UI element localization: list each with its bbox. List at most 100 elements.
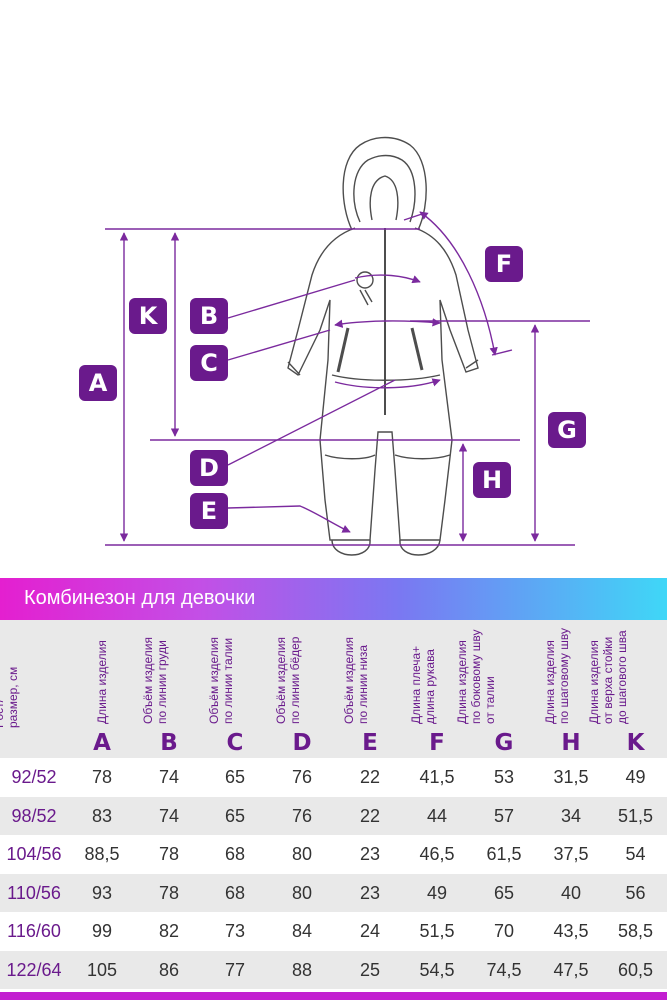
row-value-cell: 23 [359,882,381,903]
table-title: Комбинезон для девочки [24,587,256,609]
row-value-cell: 84 [291,921,313,941]
row-value-cell: 51,5 [419,921,455,941]
row-size-cell: 116/60 [7,921,61,941]
row-value-cell: 83 [91,805,113,826]
header-k-description: Длина изделия от верха стойки до шаговог… [586,630,629,724]
header-a-letter: A [93,730,111,756]
header-f-description: Длина плеча+ длина рукава [409,645,437,724]
row-size-cell: 98/52 [11,805,57,826]
label-k-badge: K [129,298,167,334]
row-value-cell: 53 [493,767,515,787]
header-f-letter: F [429,730,445,756]
header-b-letter: B [160,730,178,756]
row-value-cell: 70 [493,921,515,941]
row-value-cell: 25 [359,959,381,980]
row-value-cell: 51,5 [617,805,654,826]
row-value-cell: 73 [224,921,246,941]
header-a-description: Длина изделия [95,640,109,724]
measurement-lines [105,211,590,546]
row-value-cell: 37,5 [553,844,589,864]
row-value-cell: 34 [560,805,582,826]
row-value-cell: 88 [291,959,313,980]
label-g-badge: G [548,412,586,448]
row-value-cell: 60,5 [617,959,654,980]
row-value-cell: 88,5 [84,844,120,864]
label-c-badge: C [190,345,228,381]
row-value-cell: 54,5 [419,959,455,980]
row-value-cell: 99 [91,921,113,941]
row-value-cell: 82 [158,921,180,941]
row-value-cell: 68 [224,844,246,864]
row-value-cell: 76 [291,805,313,826]
row-value-cell: 40 [560,882,582,903]
header-size-label: Рост/ размер, см [0,666,20,728]
row-value-cell: 46,5 [419,844,455,864]
label-f-badge: F [485,246,523,282]
row-size-cell: 110/56 [7,882,61,903]
row-value-cell: 54 [625,844,646,864]
row-value-cell: 80 [291,844,313,864]
row-value-cell: 74,5 [486,959,522,980]
jumpsuit-drawing [105,136,590,556]
row-value-cell: 65 [224,805,246,826]
row-value-cell: 31,5 [553,767,589,787]
label-d-badge: D [190,450,228,486]
row-value-cell: 43,5 [553,921,589,941]
row-value-cell: 44 [426,805,448,826]
header-c-description: Объём изделия по линии талии [207,637,235,724]
header-b-description: Объём изделия по линии груди [141,637,169,724]
row-value-cell: 74 [158,767,180,787]
row-value-cell: 80 [291,882,313,903]
title-bar: Комбинезон для девочки [0,578,667,620]
row-value-cell: 76 [291,767,313,787]
label-e-badge: E [190,493,228,529]
row-value-cell: 105 [86,959,118,980]
row-value-cell: 65 [224,767,246,787]
row-value-cell: 68 [224,882,246,903]
header-e-description: Объём изделия по линии низа [342,637,370,724]
header-k: Длина изделия от верха стойки до шаговог… [587,620,667,758]
header-h-letter: H [561,730,581,756]
jumpsuit-outline [287,136,479,556]
label-h-badge: H [473,462,511,498]
bottom-accent-line [0,992,667,1000]
row-value-cell: 57 [493,805,515,826]
row-value-cell: 49 [625,767,646,787]
row-value-cell: 49 [426,882,448,903]
row-value-cell: 47,5 [553,959,589,980]
header-k-letter: K [626,730,645,756]
header-size: Рост/ размер, см [0,620,68,758]
label-b-badge: B [190,298,228,334]
row-value-cell: 58,5 [617,921,654,941]
row-value-cell: 77 [224,959,246,980]
row-value-cell: 61,5 [486,844,522,864]
row-value-cell: 78 [158,844,180,864]
row-value-cell: 93 [91,882,113,903]
row-value-cell: 65 [493,882,515,903]
label-a-badge: A [79,365,117,401]
measurement-diagram: A K B C D E F G H [79,136,590,556]
header-c-letter: C [226,730,244,756]
row-size-cell: 92/52 [11,767,57,787]
row-value-cell: 78 [91,767,113,787]
header-g-letter: G [494,730,514,756]
header-g-description: Длина изделия по боковому шву от талии [455,629,497,724]
row-value-cell: 78 [158,882,180,903]
row-value-cell: 41,5 [419,767,455,787]
header-e-letter: E [362,730,378,756]
header-h-description: Длина изделия по шаговому шву [543,628,571,724]
row-size-cell: 122/64 [6,959,62,980]
row-value-cell: 23 [359,844,381,864]
